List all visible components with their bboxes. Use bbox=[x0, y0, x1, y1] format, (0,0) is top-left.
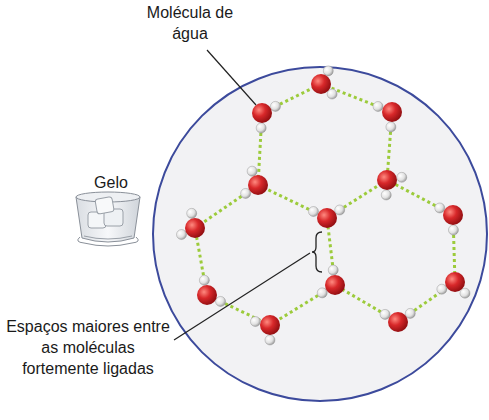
oxygen-atom bbox=[317, 208, 337, 228]
hydrogen-bond bbox=[343, 290, 381, 312]
oxygen-atom bbox=[382, 102, 402, 122]
hydrogen-atom bbox=[308, 207, 318, 217]
hydrogen-atom bbox=[448, 225, 458, 235]
hydrogen-bond bbox=[266, 189, 309, 209]
zoom-circle bbox=[153, 67, 487, 401]
hydrogen-bond bbox=[278, 295, 318, 320]
oxygen-atom bbox=[445, 272, 465, 292]
oxygen-atom bbox=[260, 315, 280, 335]
oxygen-atom bbox=[388, 312, 408, 332]
hydrogen-atom bbox=[386, 122, 396, 132]
hydrogen-bond bbox=[344, 185, 380, 207]
hydrogen-atom bbox=[241, 188, 251, 198]
hydrogen-atom bbox=[327, 89, 337, 99]
ice-label: Gelo bbox=[88, 172, 134, 193]
hydrogen-atom bbox=[437, 284, 447, 294]
leader-line bbox=[174, 253, 310, 340]
hydrogen-atom bbox=[250, 317, 260, 327]
spaces-label: Espaços maiores entre as moléculas forte… bbox=[2, 316, 174, 379]
hydrogen-bond bbox=[280, 88, 313, 104]
hydrogen-bond bbox=[202, 196, 241, 223]
oxygen-atom bbox=[377, 170, 397, 190]
hydrogen-atom bbox=[199, 275, 209, 285]
oxygen-atom bbox=[185, 218, 205, 238]
hydrogen-bond bbox=[197, 237, 204, 275]
hydrogen-atom bbox=[187, 208, 197, 218]
hydrogen-atom bbox=[335, 205, 345, 215]
oxygen-atom bbox=[443, 205, 463, 225]
hydrogen-atom bbox=[435, 203, 445, 213]
hydrogen-atom bbox=[380, 309, 390, 319]
bracket bbox=[312, 232, 322, 272]
hydrogen-atom bbox=[270, 101, 280, 111]
oxygen-atom bbox=[325, 275, 345, 295]
hydrogen-atom bbox=[247, 166, 257, 176]
hydrogen-bond bbox=[454, 235, 455, 273]
hydrogen-atom bbox=[381, 190, 391, 200]
hydrogen-atom bbox=[405, 308, 415, 318]
ice-glass bbox=[76, 192, 140, 246]
molecule-label: Molécula de água bbox=[128, 2, 252, 44]
hydrogen-atom bbox=[323, 66, 333, 76]
hydrogen-atom bbox=[328, 265, 338, 275]
hydrogen-bond bbox=[388, 132, 391, 171]
hydrogen-atom bbox=[265, 335, 275, 345]
oxygen-atom bbox=[248, 175, 268, 195]
leader-line bbox=[207, 50, 256, 105]
hydrogen-atom bbox=[216, 296, 226, 306]
hydrogen-atom bbox=[317, 288, 327, 298]
oxygen-atom bbox=[311, 74, 331, 94]
hydrogen-bond bbox=[395, 184, 435, 205]
hydrogen-atom bbox=[460, 288, 470, 298]
hydrogen-bond bbox=[328, 227, 333, 265]
hydrogen-bond bbox=[258, 133, 260, 176]
oxygen-atom bbox=[252, 103, 272, 123]
hydrogen-atom bbox=[397, 172, 407, 182]
hydrogen-atom bbox=[256, 123, 266, 133]
hydrogen-atom bbox=[177, 230, 187, 240]
oxygen-atom bbox=[197, 285, 217, 305]
hydrogen-atom bbox=[373, 101, 383, 111]
